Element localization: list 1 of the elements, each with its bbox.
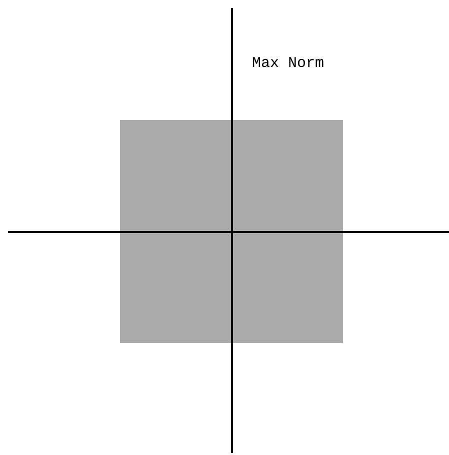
- plot-label: Max Norm: [252, 55, 324, 72]
